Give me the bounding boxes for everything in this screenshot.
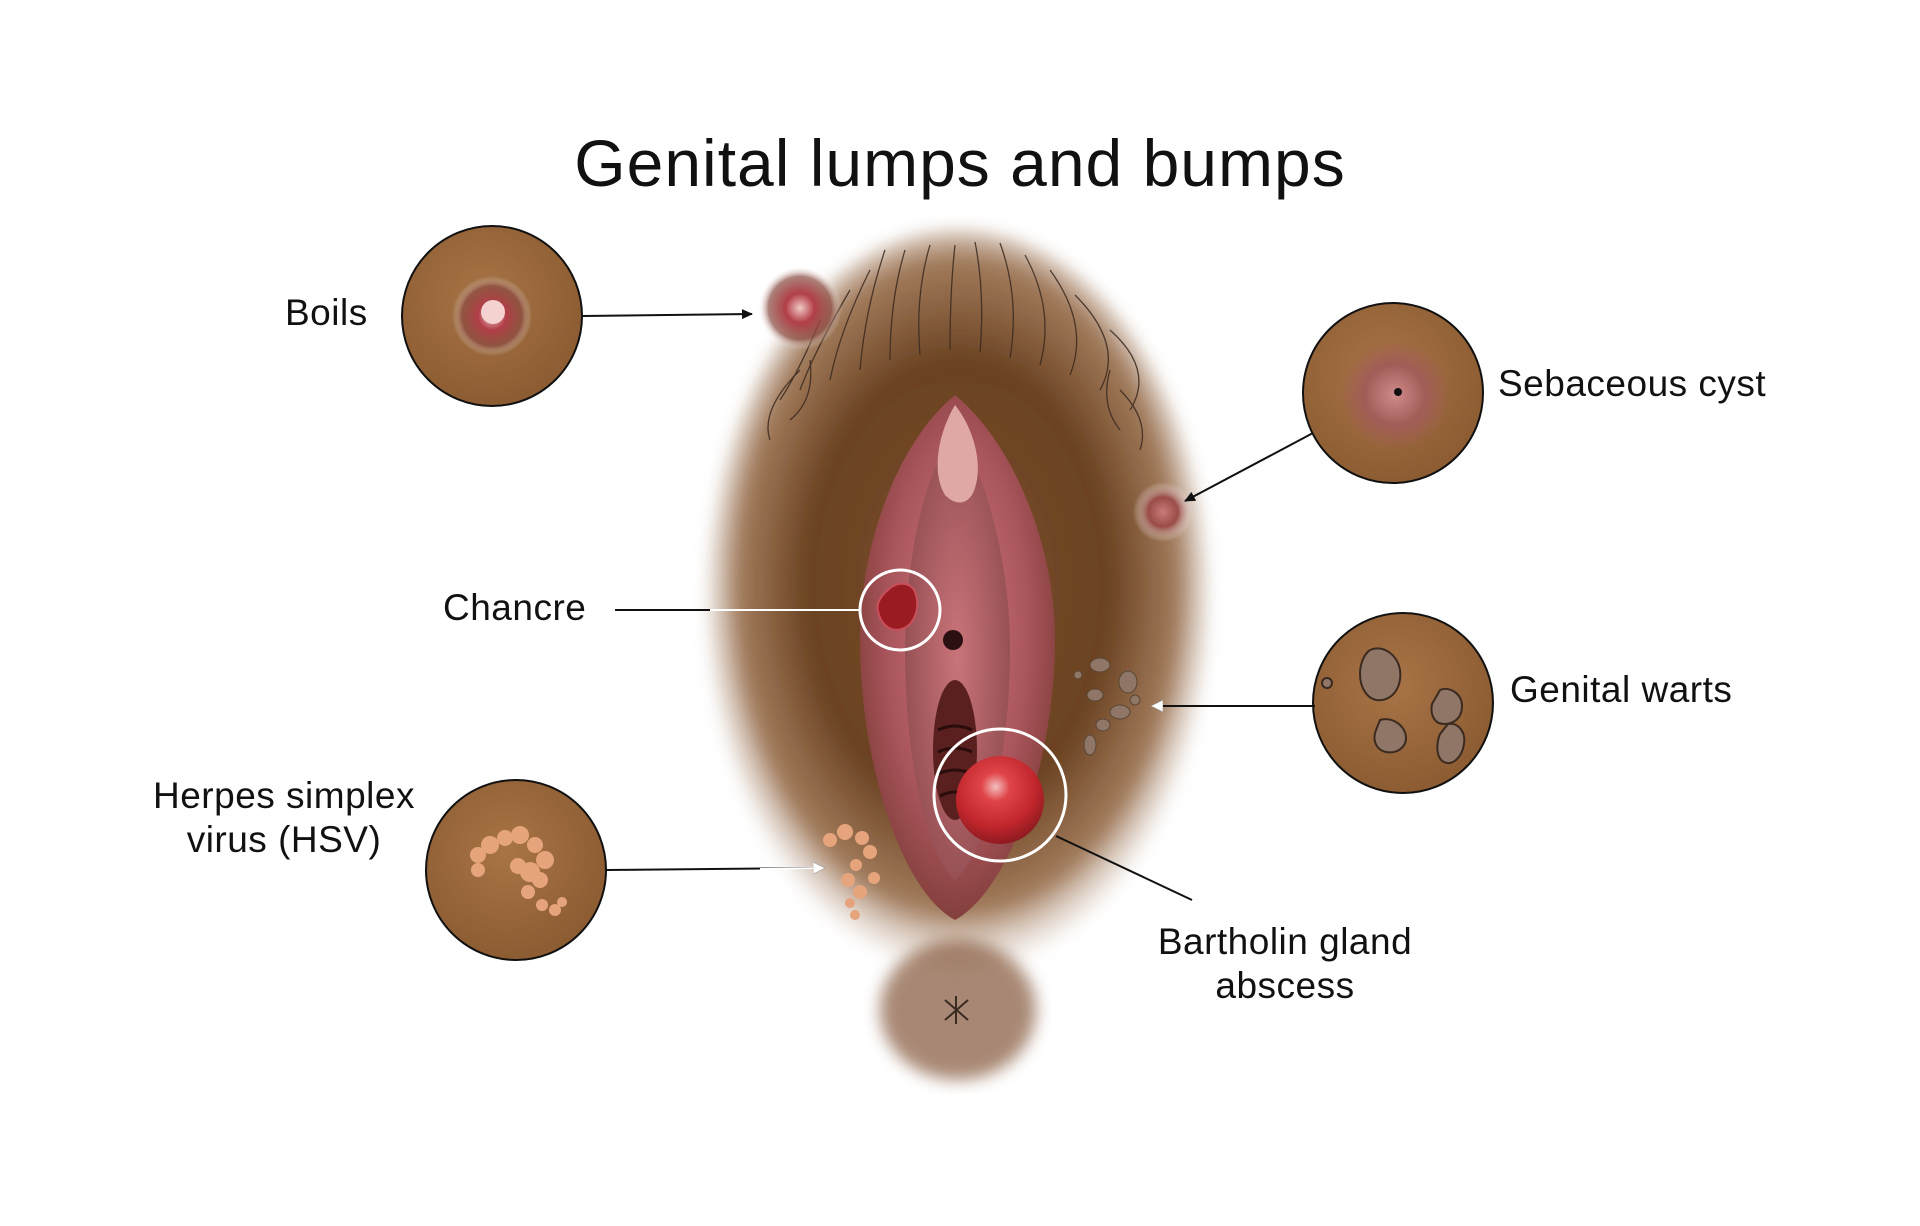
boils-leader-line	[582, 309, 753, 320]
boils-label: Boils	[285, 292, 368, 333]
genital-warts-inset	[1312, 612, 1494, 794]
bartholin-label: Bartholin gland abscess	[1120, 920, 1450, 1008]
sebaceous-cyst-inset	[1302, 302, 1484, 484]
bartholin-abscess	[956, 756, 1044, 844]
bartholin-label-line1: Bartholin gland	[1157, 921, 1413, 962]
hood	[937, 405, 978, 503]
bartholin-label-line2: abscess	[1215, 965, 1355, 1006]
boil-lesion	[758, 266, 842, 350]
bartholin-leader-line	[1055, 835, 1193, 901]
opening	[943, 630, 963, 650]
chancre-label: Chancre	[443, 587, 587, 628]
sebaceous-cyst-label: Sebaceous cyst	[1498, 363, 1767, 404]
hsv-arrowhead	[759, 868, 824, 869]
boils-inset	[401, 225, 583, 407]
hsv-label-line1: Herpes simplex	[153, 775, 415, 816]
hsv-inset	[425, 779, 607, 961]
sebaceous-cyst-leader-line	[1184, 432, 1314, 502]
pubic-hair	[767, 241, 1144, 451]
hsv-label: Herpes simplex virus (HSV)	[128, 774, 440, 862]
warts-lesions	[1073, 657, 1141, 756]
bartholin-highlight-ring	[932, 727, 1068, 863]
hsv-lesions	[823, 824, 880, 920]
diagram-title: Genital lumps and bumps	[574, 126, 1346, 200]
cyst-lesion	[1133, 482, 1193, 542]
chancre-lesion	[876, 582, 919, 631]
anus-mark	[944, 996, 969, 1024]
genital-warts-label: Genital warts	[1510, 669, 1733, 710]
hsv-label-line2: virus (HSV)	[186, 819, 382, 860]
